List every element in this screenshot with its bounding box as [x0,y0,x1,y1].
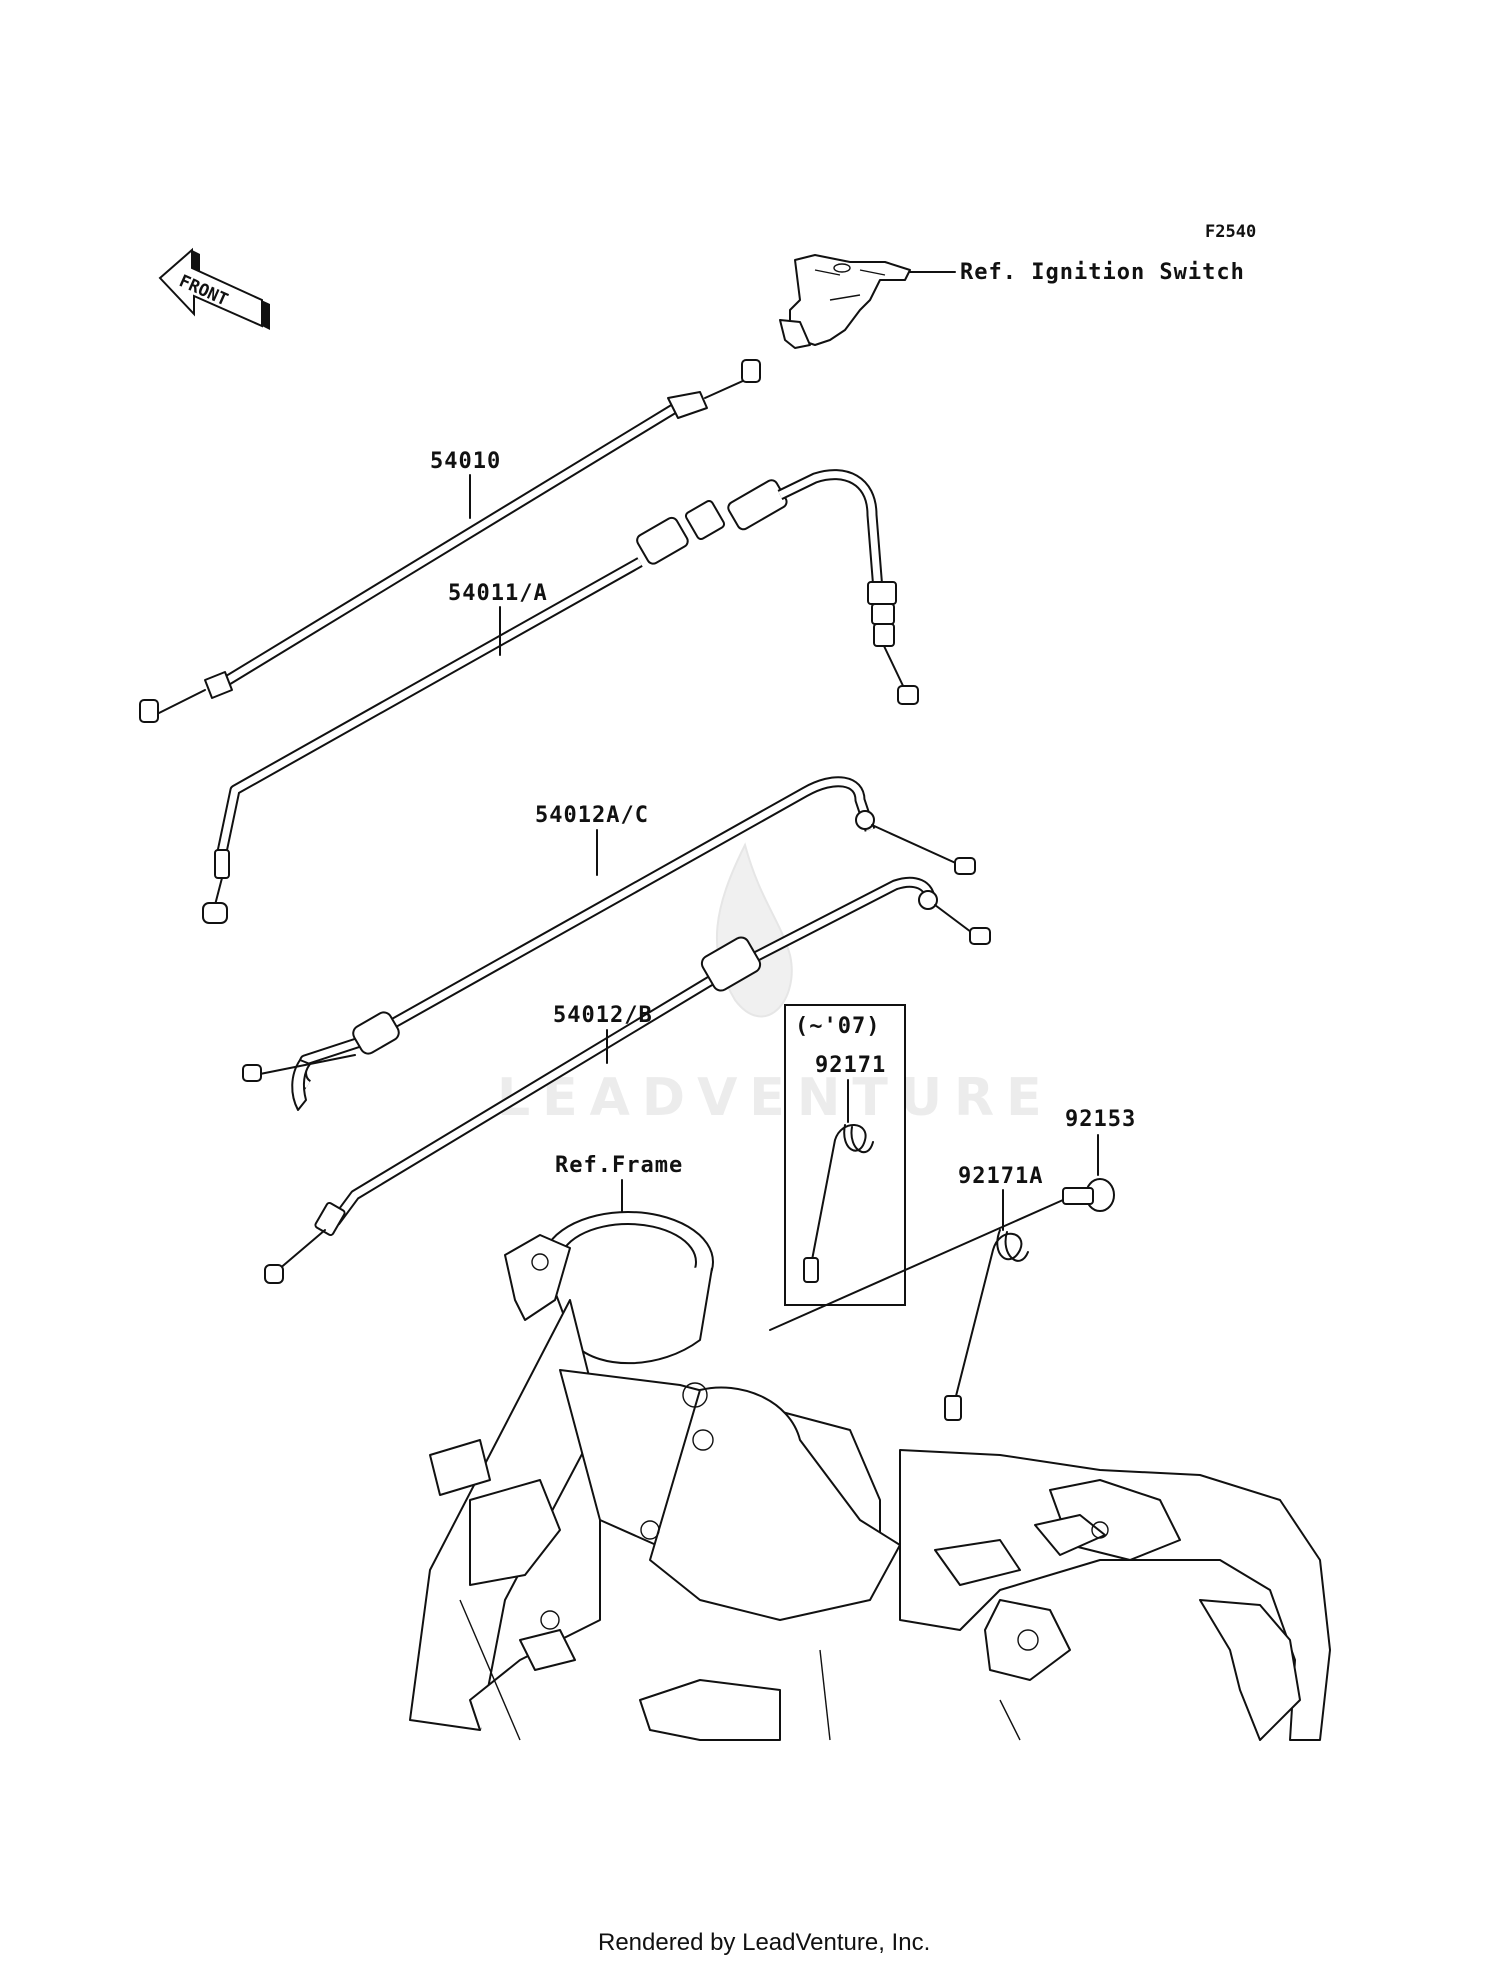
ref-ignition-switch-label: Ref. Ignition Switch [960,260,1245,285]
part-label-54012ac: 54012A/C [535,803,649,828]
cable-end-fitting [897,685,919,705]
figure-code: F2540 [1205,222,1256,242]
part-label-92171: 92171 [815,1053,886,1078]
throttle-cable-54010: 54010 [139,359,761,723]
cable-end-fitting [969,927,991,945]
ignition-switch-bracket: Ref. Ignition Switch [779,254,1245,349]
part-label-92171a: 92171A [958,1164,1043,1189]
inset-note: (~'07) [795,1014,880,1039]
part-label-54011a: 54011/A [448,581,548,606]
part-label-54012b: 54012/B [553,1003,653,1028]
clamp-92171a: 92171A [944,1164,1043,1421]
cable-end-fitting [954,857,976,875]
inset-box-early-models: (~'07) 92171 [784,1004,906,1306]
frame-assembly [409,1211,1331,1741]
accelerator-cable-54012ac: 54012A/C [242,776,976,1111]
ref-frame-label: Ref.Frame [555,1153,683,1178]
part-label-92153: 92153 [1065,1107,1136,1132]
cable-end-fitting [202,902,228,924]
watermark-logo-icon [715,842,793,1018]
cable-end-fitting [242,1064,262,1082]
cable-end-fitting [264,1264,284,1284]
watermark-text: LEADVENTURE [497,1068,1054,1128]
footer-credit: Rendered by LeadVenture, Inc. [598,1929,930,1956]
front-direction-arrow-icon: FRONT [158,247,270,330]
part-label-54010: 54010 [430,449,501,474]
clutch-cable-54011a: 54011/A [202,469,919,924]
accelerator-cable-54012b: 54012/B [264,876,991,1284]
cable-end-fitting [139,699,159,723]
cable-end-fitting [741,359,761,383]
watermark: LEADVENTURE [497,842,1054,1128]
bolt-92153: 92153 [769,1107,1136,1331]
